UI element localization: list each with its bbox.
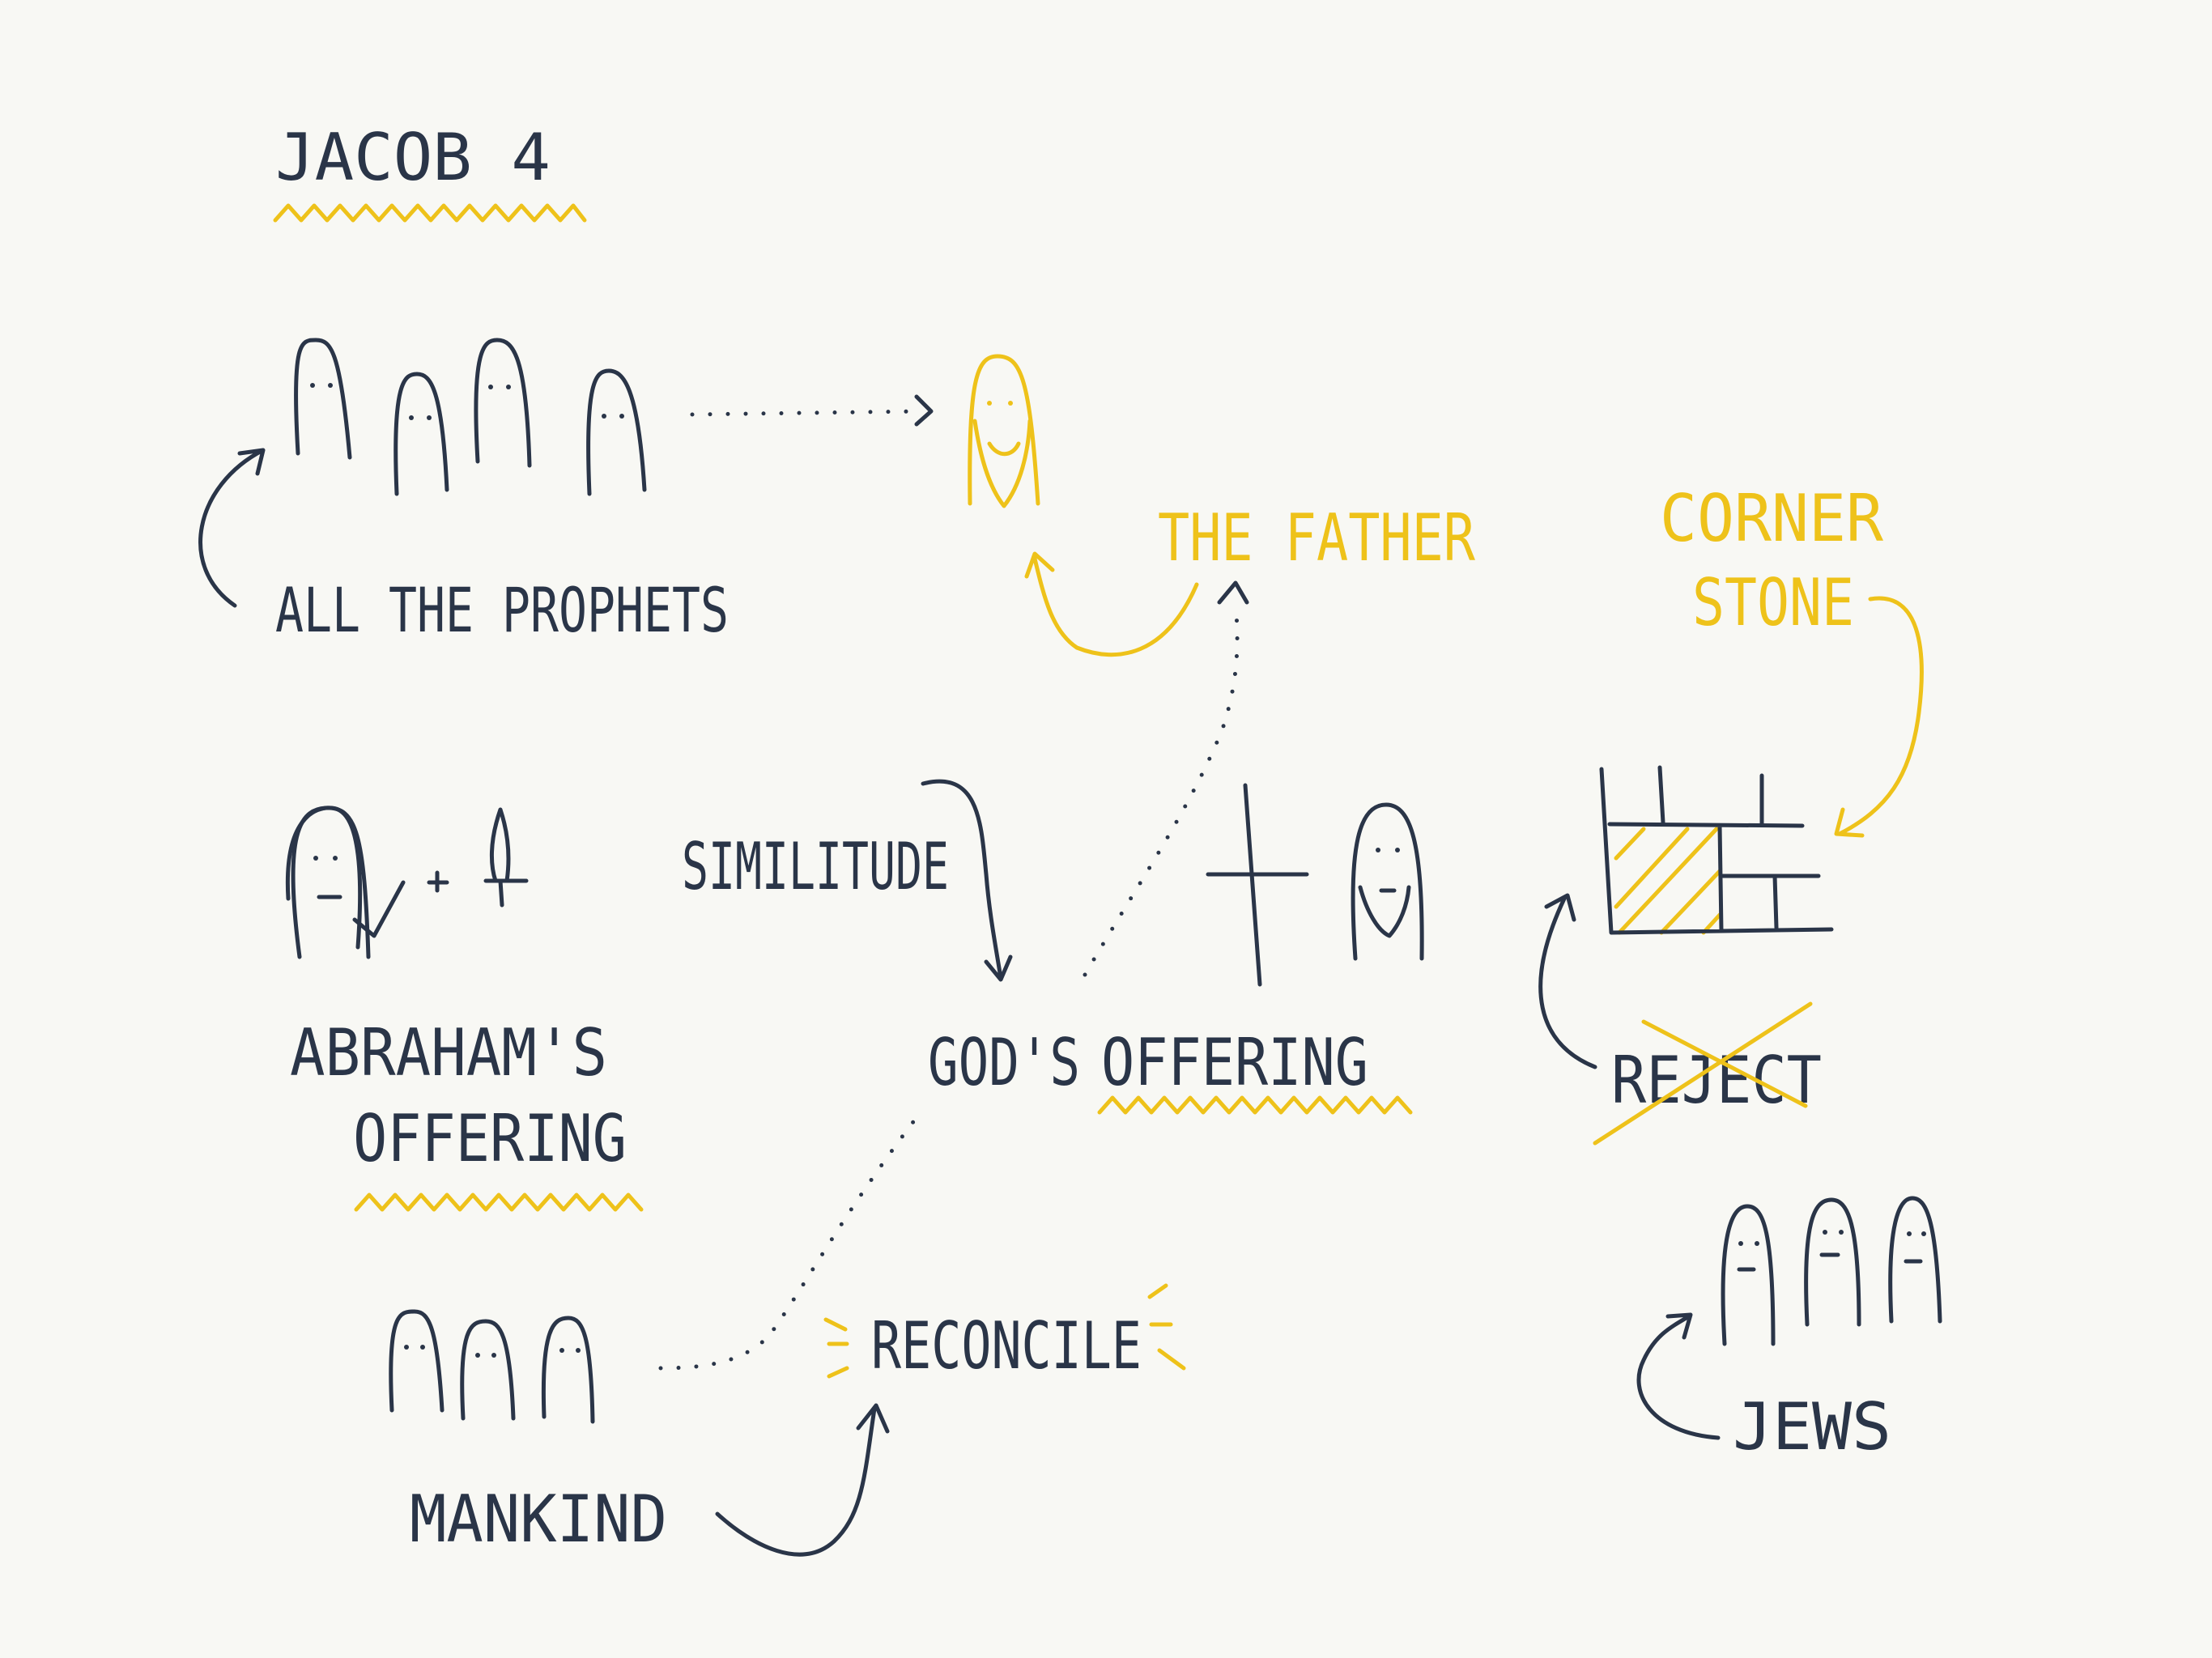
- similitude-arrow: [921, 779, 1013, 982]
- title-underline-zigzag: [273, 203, 587, 223]
- corner-stone-hatching: [1614, 827, 1722, 935]
- corner-label: CORNER: [1660, 481, 1884, 556]
- mankind-to-reconcile-arrow: [715, 1403, 890, 1557]
- brick-wall-icon: [1599, 765, 1834, 935]
- jews-figures: [1721, 1196, 1942, 1346]
- abrahams-label: ABRAHAM'S: [290, 1015, 607, 1090]
- offering-to-father-arrowhead: [1217, 580, 1249, 605]
- prophets-to-father-arrowhead: [914, 394, 934, 427]
- mankind-figures: [389, 1309, 595, 1424]
- christ-figure: [1351, 802, 1424, 961]
- jews-label: JEWS: [1733, 1389, 1891, 1465]
- offering-left-underline-zigzag: [354, 1192, 644, 1212]
- gods-label: GOD'S: [928, 1025, 1080, 1100]
- the-father-label: THE FATHER: [1158, 500, 1476, 576]
- reject-arrow: [1538, 893, 1597, 1069]
- reconcile-label: RECONCILE: [871, 1308, 1142, 1384]
- mankind-label: MANKIND: [410, 1482, 667, 1557]
- reconcile-rays: [823, 1283, 1186, 1379]
- mankind-to-gods-dots: [658, 1107, 925, 1371]
- reject-cross-out: [1593, 1001, 1813, 1146]
- all-the-prophets-label: ALL THE PROPHETS: [275, 574, 729, 646]
- prophets-label-arrow: [198, 448, 266, 608]
- father-label-arrow: [1024, 551, 1199, 657]
- corner-stone-arrow: [1834, 596, 1924, 838]
- knife-icon: [483, 807, 529, 908]
- father-figure: [968, 354, 1040, 508]
- prophet-figures: [293, 338, 647, 496]
- offering-left-label: OFFERING: [353, 1101, 627, 1176]
- offering-center-underline-zigzag: [1097, 1095, 1413, 1115]
- reject-label: REJECT: [1611, 1043, 1822, 1118]
- stone-label: STONE: [1692, 565, 1854, 640]
- similitude-label: SIMILITUDE: [682, 829, 949, 904]
- title: JACOB 4: [275, 120, 551, 195]
- prophets-to-father-dots: [690, 409, 925, 417]
- jews-arrow: [1636, 1312, 1721, 1440]
- plus-sign: [427, 870, 449, 893]
- abraham-figure: [285, 806, 406, 959]
- cross-icon: [1206, 783, 1309, 987]
- offering-to-father-dots: [1083, 602, 1240, 977]
- offering-center-label: OFFERING: [1101, 1025, 1368, 1100]
